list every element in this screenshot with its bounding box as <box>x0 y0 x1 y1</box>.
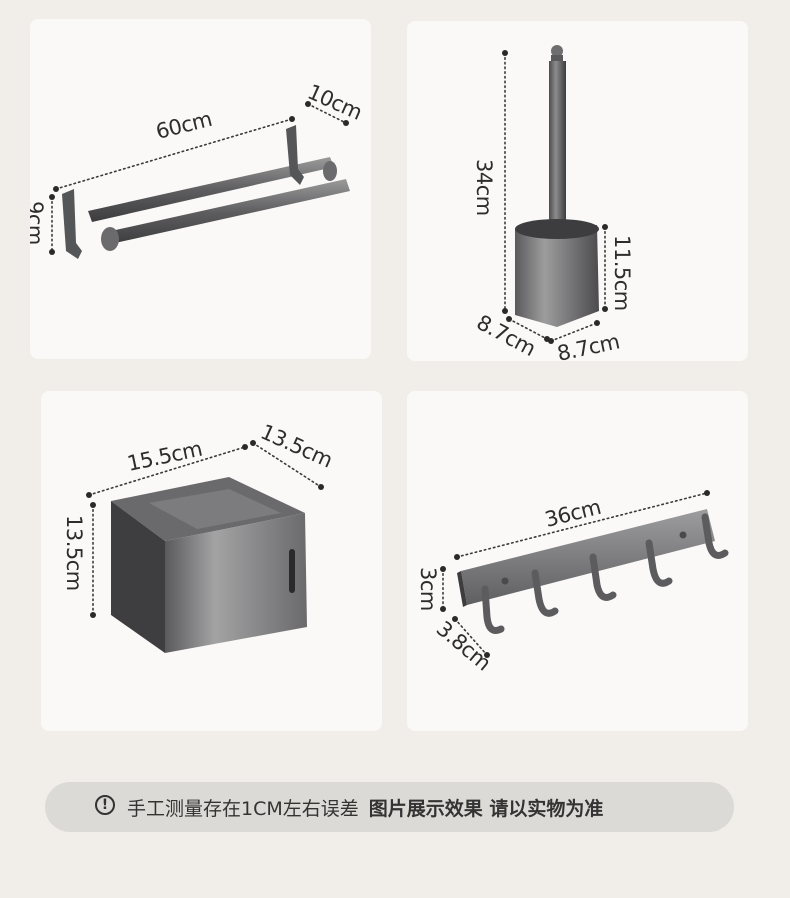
label-towel-width: 60cm <box>153 107 214 144</box>
towel-rack-illustration: 60cm 10cm 9cm <box>30 80 366 259</box>
hook-1 <box>481 585 505 634</box>
dim-line-rail-length <box>456 492 708 558</box>
label-cup-width: 8.7cm <box>555 329 622 361</box>
handle-knob <box>551 45 563 57</box>
tissue-box-illustration: 15.5cm 13.5cm 13.5cm <box>62 420 336 653</box>
tissue-slot <box>289 549 295 593</box>
right-mount <box>286 125 304 185</box>
dim-line-box-width <box>88 446 246 496</box>
dim-line-rail-depth <box>454 618 488 656</box>
label-brush-height: 34cm <box>472 159 496 216</box>
product-card-hook-rail: 36cm 3cm 3.8cm <box>407 391 748 731</box>
product-card-tissue-box: 15.5cm 13.5cm 13.5cm <box>41 391 382 731</box>
notice-text: 手工测量存在1CM左右误差 <box>127 797 359 820</box>
label-rail-length: 36cm <box>542 495 603 532</box>
towel-bar-upper <box>88 157 334 222</box>
notice-bold-text: 图片展示效果 请以实物为准 <box>368 797 604 820</box>
label-rail-height: 3cm <box>416 567 440 611</box>
label-towel-height: 9cm <box>30 201 47 245</box>
left-mount <box>62 189 82 259</box>
dim-line-box-depth <box>252 442 322 488</box>
toilet-brush-illustration: 34cm 11.5cm 8.7cm 8.7cm <box>472 45 634 361</box>
label-box-height: 13.5cm <box>62 515 86 591</box>
exclamation-circle-icon: ! <box>95 795 115 815</box>
measurement-notice: ! 手工测量存在1CM左右误差 图片展示效果 请以实物为准 <box>45 782 734 832</box>
brush-handle <box>549 61 566 236</box>
label-cup-height: 11.5cm <box>610 235 634 311</box>
product-card-toilet-brush: 34cm 11.5cm 8.7cm 8.7cm <box>407 21 748 361</box>
hooks <box>481 513 729 634</box>
left-bar-cap <box>101 227 119 251</box>
brush-cup <box>515 225 599 327</box>
product-card-towel-rack: 60cm 10cm 9cm <box>30 19 371 359</box>
label-box-width: 15.5cm <box>125 437 204 476</box>
towel-bar-lower <box>102 179 350 245</box>
label-box-depth: 13.5cm <box>257 420 336 473</box>
screw-hole-right <box>679 531 687 539</box>
tissue-box-front <box>165 513 307 653</box>
dim-line-cup-width <box>550 322 598 342</box>
hook-rail-bar <box>461 509 715 605</box>
dim-line-width <box>55 118 293 190</box>
hook-rail-illustration: 36cm 3cm 3.8cm <box>416 490 729 675</box>
right-bar-cap <box>323 161 337 181</box>
tissue-box-side <box>111 501 165 653</box>
screw-hole-left <box>501 577 509 585</box>
